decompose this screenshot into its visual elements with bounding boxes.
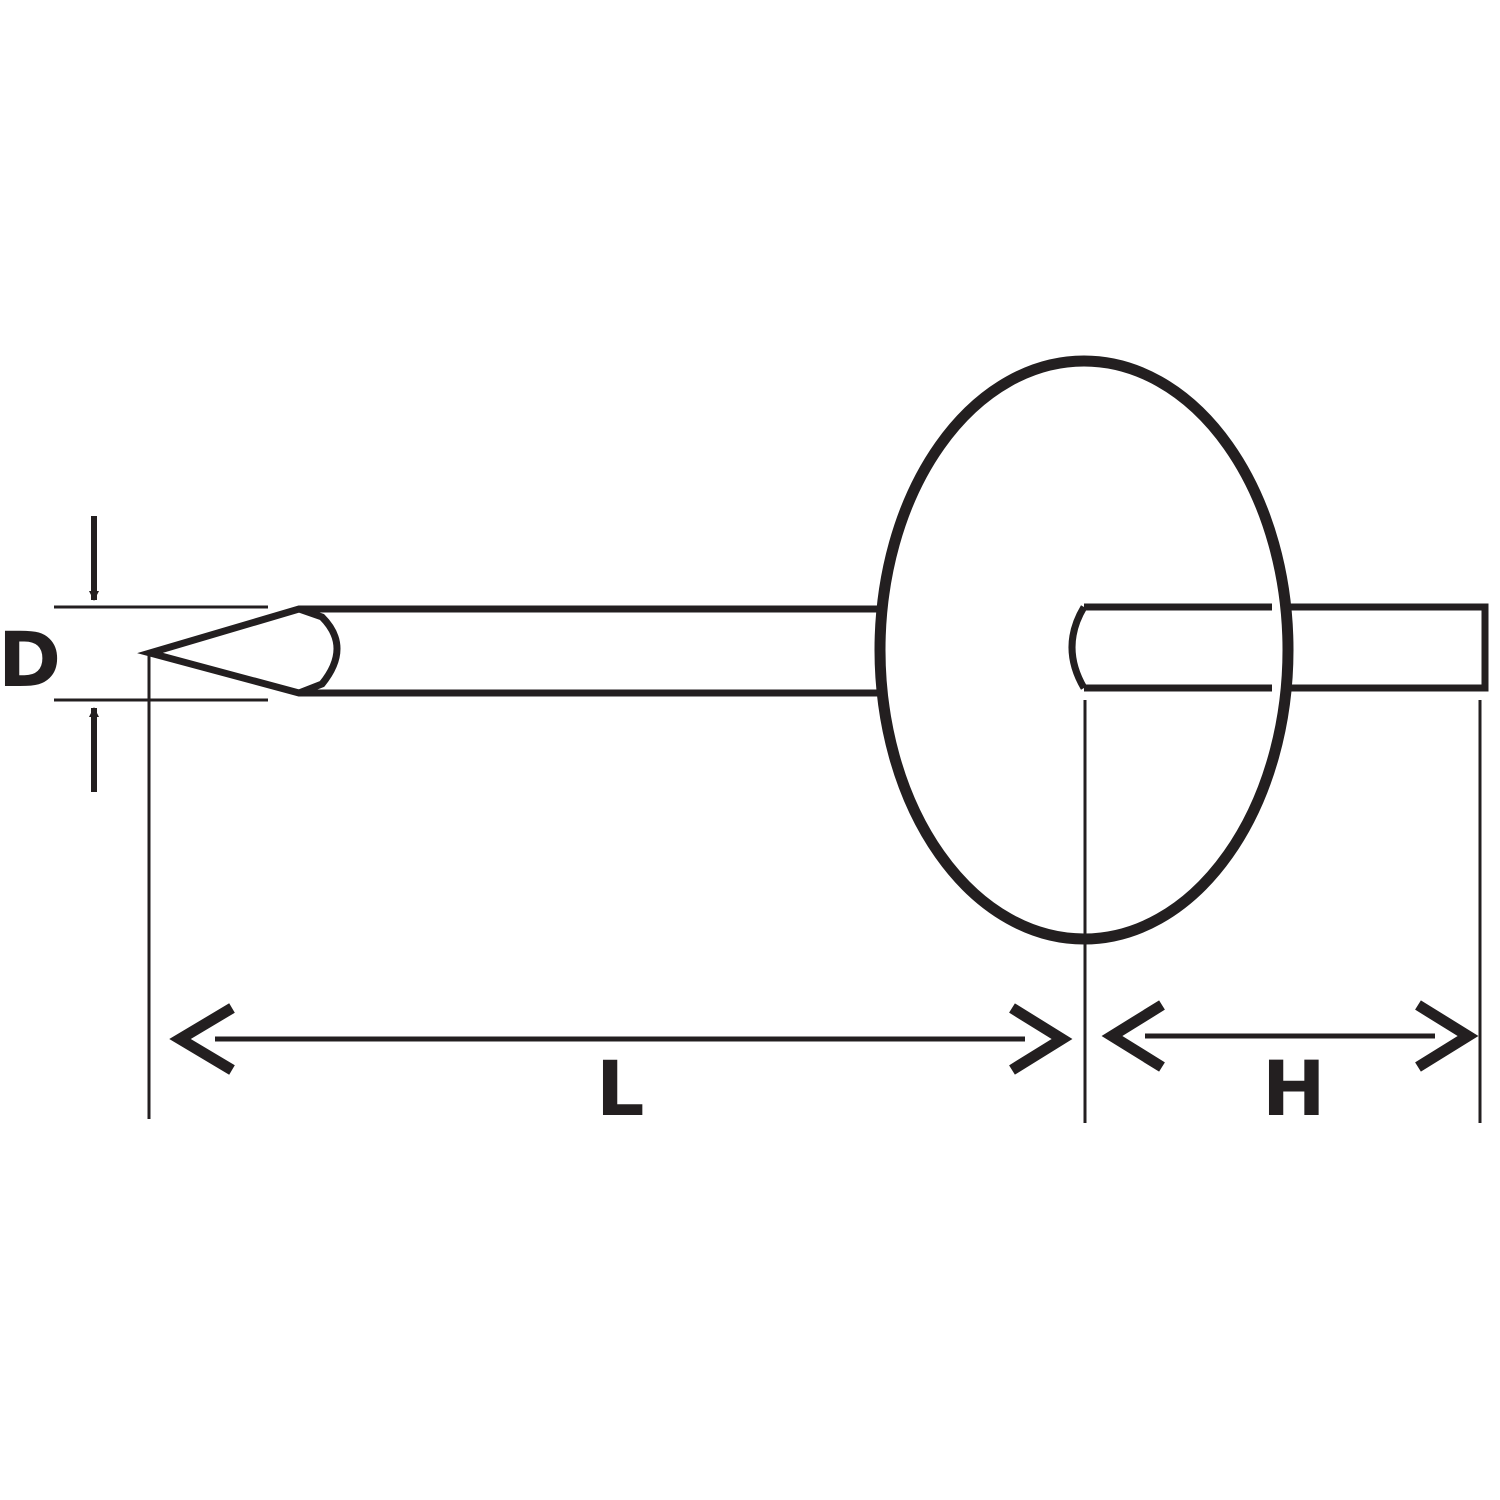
mandrel	[137, 605, 880, 697]
h-arrow-right-icon	[1415, 1000, 1479, 1072]
label-h: H	[1262, 1044, 1326, 1133]
label-l: L	[596, 1044, 644, 1133]
h-arrow-left-icon	[1101, 1000, 1165, 1072]
rivet-body-outline	[1287, 603, 1489, 692]
mandrel-tip-facet	[297, 605, 341, 697]
label-d: D	[0, 615, 61, 704]
rivet-body	[1068, 603, 1489, 692]
l-arrow-left-icon	[169, 1003, 235, 1075]
rivet-body-end	[1068, 603, 1272, 692]
l-arrow-right-icon	[1009, 1003, 1073, 1075]
mandrel-outline	[137, 605, 880, 697]
